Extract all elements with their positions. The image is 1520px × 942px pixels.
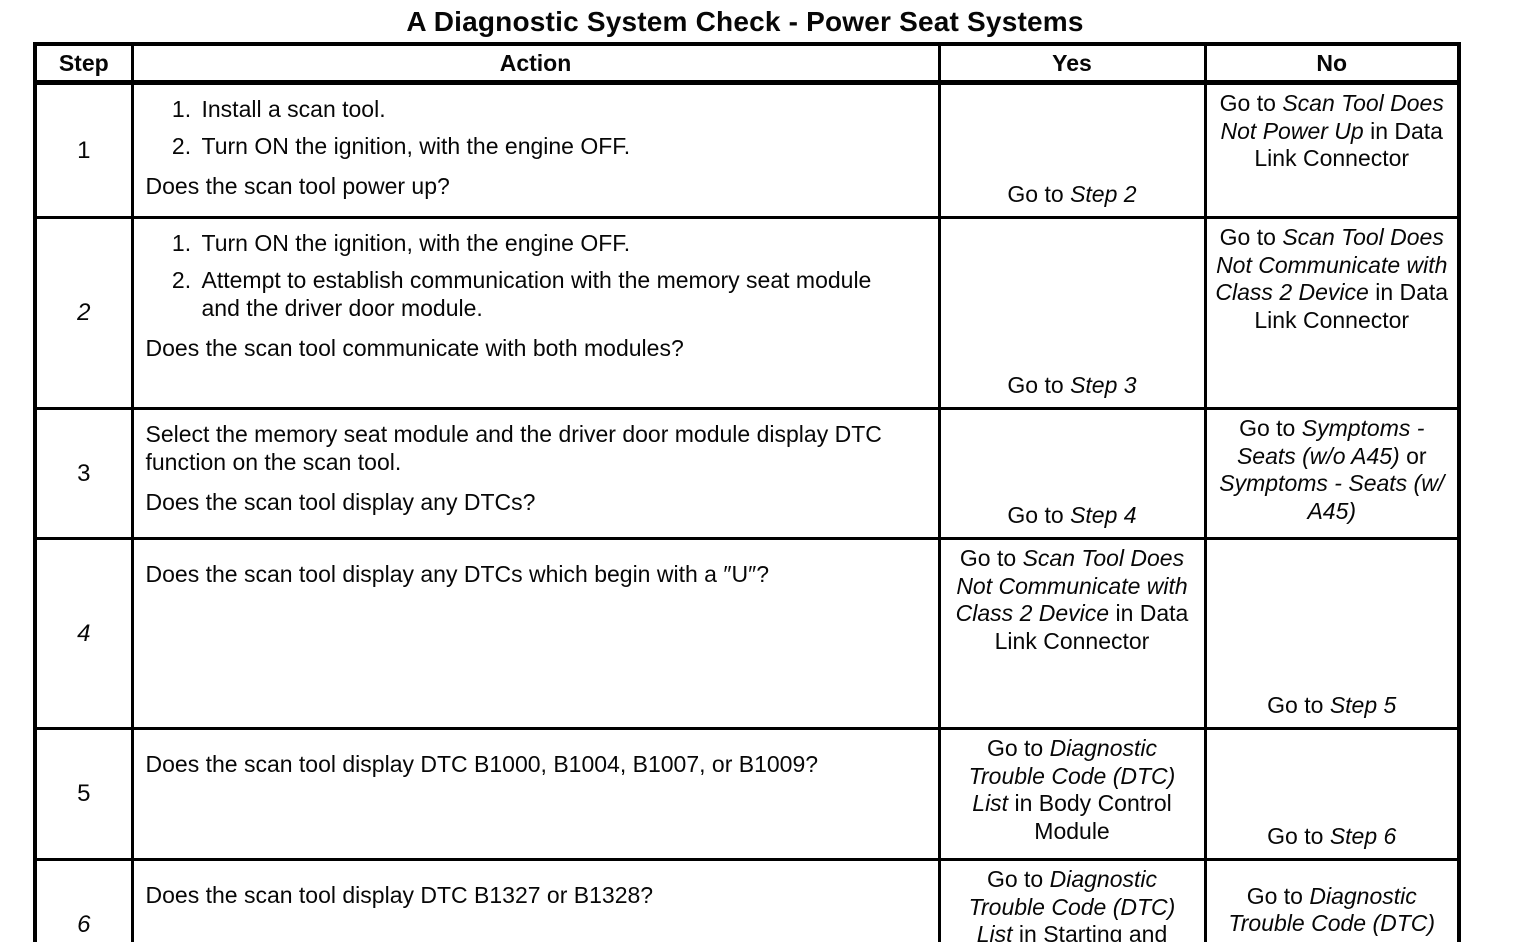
action-question: Does the scan tool power up? <box>145 173 450 200</box>
action-step-item: Install a scan tool. <box>198 95 898 123</box>
action-question: Does the scan tool communicate with both… <box>145 335 684 362</box>
action-question: Does the scan tool display any DTCs whic… <box>145 561 770 587</box>
step-number: 1 <box>33 81 134 219</box>
table-row: 1 Install a scan tool. Turn ON the ignitio… <box>33 81 1461 219</box>
table-body: 1 Install a scan tool. Turn ON the ignitio… <box>33 81 1461 942</box>
step-number: 6 <box>33 858 134 942</box>
yes-cell: Go to Step 2 <box>937 81 1207 219</box>
step-number: 4 <box>33 537 134 730</box>
yes-cell: Go to Diagnostic Trouble Code (DTC) List… <box>937 858 1207 942</box>
table-row: 4 Does the scan tool display any DTCs whi… <box>33 537 1461 730</box>
no-text: Go to Step 5 <box>1267 692 1397 719</box>
table-row: 6 Does the scan tool display DTC B1327 or… <box>33 858 1461 942</box>
action-question: Does the scan tool display DTC B1327 or … <box>145 882 654 908</box>
action-text: Select the memory seat module and the dr… <box>145 421 882 476</box>
no-text: Go to Scan Tool Does Not Communicate wit… <box>1215 224 1449 333</box>
action-steps-list: Install a scan tool. Turn ON the ignition… <box>146 95 898 160</box>
yes-cell: Go to Diagnostic Trouble Code (DTC) List… <box>937 727 1207 861</box>
column-header-step: Step <box>33 42 134 85</box>
yes-text: Go to Diagnostic Trouble Code (DTC) List… <box>968 735 1176 844</box>
yes-cell: Go to Scan Tool Does Not Communicate wit… <box>937 537 1207 730</box>
table-row: 2 Turn ON the ignition, with the engine O… <box>33 216 1461 410</box>
yes-text: Go to Step 2 <box>1007 181 1137 208</box>
action-step-item: Attempt to establish communication with … <box>198 266 898 322</box>
action-question: Does the scan tool display DTC B1000, B1… <box>145 751 819 777</box>
yes-text: Go to Step 3 <box>1007 372 1137 399</box>
yes-cell: Go to Step 4 <box>937 407 1207 540</box>
step-number: 3 <box>33 407 134 540</box>
no-text: Go to Step 6 <box>1267 823 1397 850</box>
action-cell: Does the scan tool display DTC B1327 or … <box>130 858 941 942</box>
step-number: 5 <box>33 727 134 861</box>
no-text: Go to Diagnostic Trouble Code (DTC) List <box>1228 882 1436 942</box>
action-step-item: Turn ON the ignition, with the engine OF… <box>198 132 898 160</box>
action-cell: Does the scan tool display any DTCs whic… <box>130 537 941 730</box>
table-row: 5 Does the scan tool display DTC B1000, B… <box>33 727 1461 861</box>
no-text: Go to Symptoms - Seats (w/o A45) or Symp… <box>1219 415 1445 524</box>
action-cell: Select the memory seat module and the dr… <box>130 407 941 540</box>
no-cell: Go to Step 6 <box>1203 727 1461 861</box>
action-cell: Turn ON the ignition, with the engine OF… <box>130 216 941 410</box>
no-cell: Go to Step 5 <box>1203 537 1461 730</box>
action-step-item: Turn ON the ignition, with the engine OF… <box>198 229 898 257</box>
no-text: Go to Scan Tool Does Not Power Up in Dat… <box>1219 90 1444 172</box>
column-header-no: No <box>1203 42 1461 85</box>
diagnostic-table: Step Action Yes No 1Install a scan tool.… <box>33 42 1461 942</box>
no-cell: Go to Scan Tool Does Not Power Up in Dat… <box>1203 81 1461 219</box>
yes-cell: Go to Step 3 <box>937 216 1207 410</box>
action-cell: Does the scan tool display DTC B1000, B1… <box>130 727 941 861</box>
table-header-row: Step Action Yes No <box>33 42 1461 85</box>
column-header-action: Action <box>130 42 941 85</box>
action-cell: Install a scan tool. Turn ON the ignition… <box>130 81 941 219</box>
page-title: A Diagnostic System Check - Power Seat S… <box>406 6 1084 37</box>
no-cell: Go to Diagnostic Trouble Code (DTC) List <box>1203 858 1461 942</box>
step-number: 2 <box>33 216 134 410</box>
action-question: Does the scan tool display any DTCs? <box>145 489 536 516</box>
yes-text: Go to Scan Tool Does Not Communicate wit… <box>955 545 1189 654</box>
no-cell: Go to Symptoms - Seats (w/o A45) or Symp… <box>1203 407 1461 540</box>
action-steps-list: Turn ON the ignition, with the engine OF… <box>146 229 898 322</box>
yes-text: Go to Step 4 <box>1007 502 1137 529</box>
yes-text: Go to Diagnostic Trouble Code (DTC) List… <box>968 866 1176 942</box>
no-cell: Go to Scan Tool Does Not Communicate wit… <box>1203 216 1461 410</box>
column-header-yes: Yes <box>937 42 1207 85</box>
